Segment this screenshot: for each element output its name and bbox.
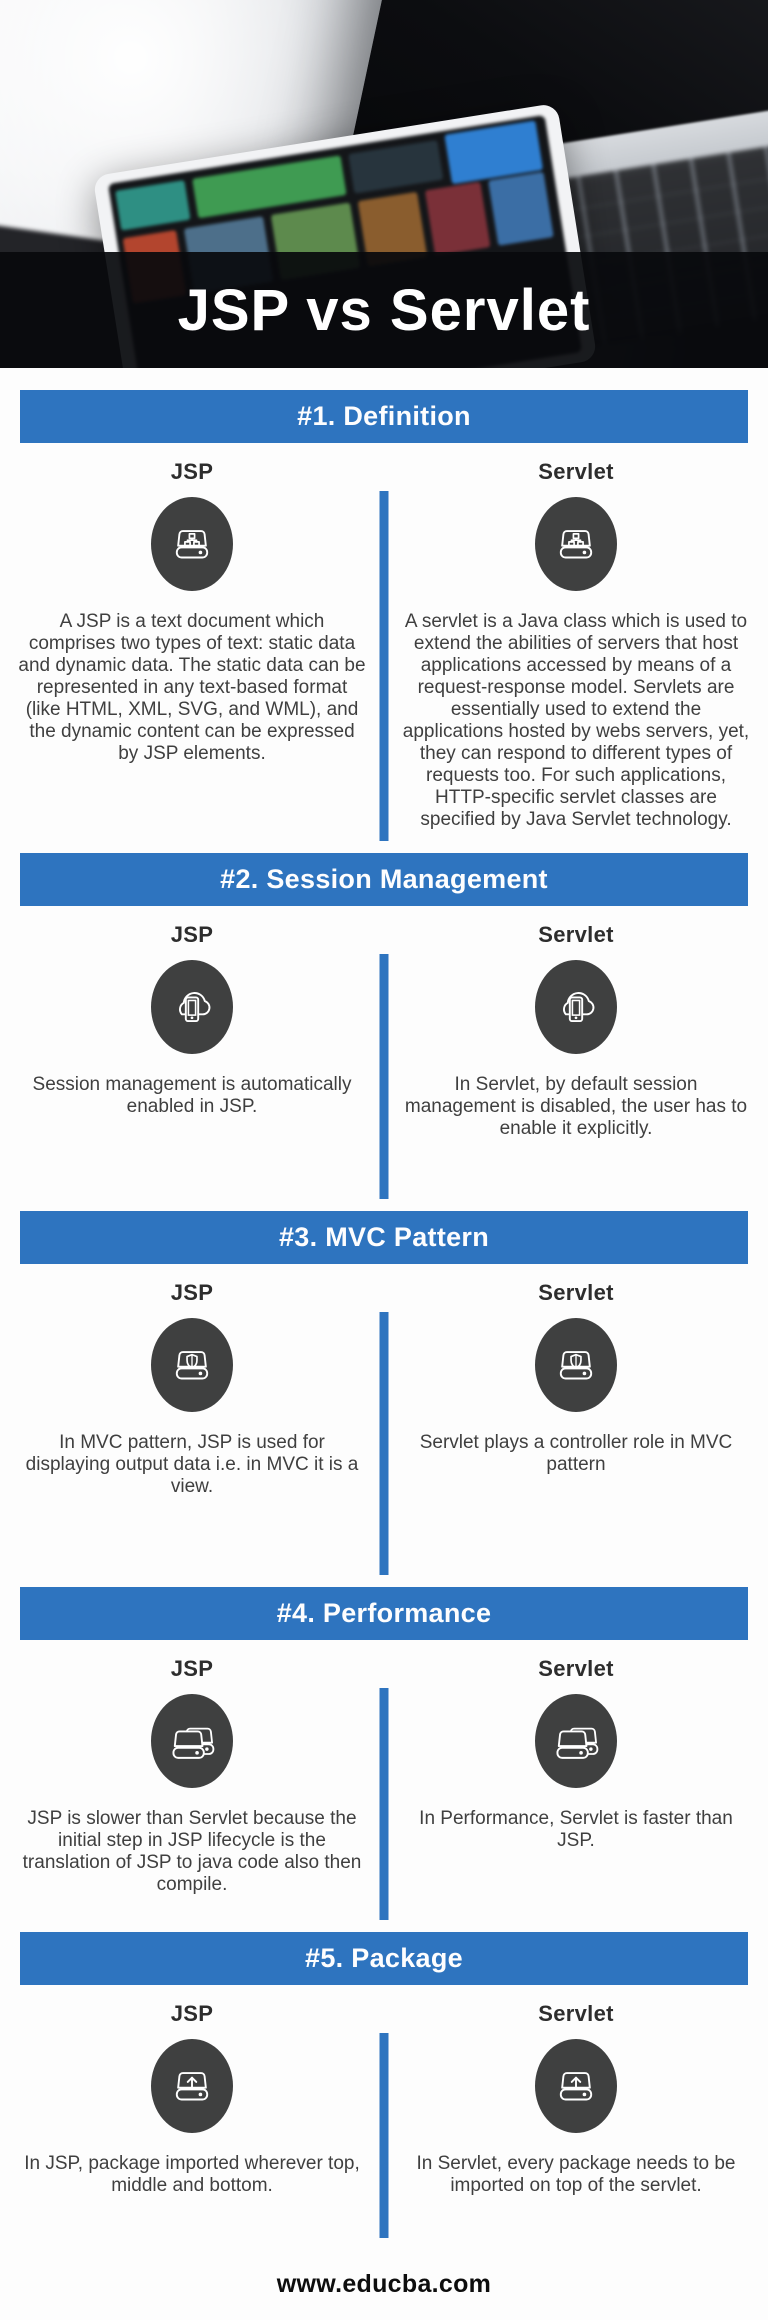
dual-drive-icon [151, 1694, 233, 1788]
servlet-column: Servlet A servlet is a Java class which … [384, 443, 768, 853]
servlet-column-heading: Servlet [538, 1656, 614, 1681]
page-title: JSP vs Servlet [177, 277, 591, 343]
section-mvc-pattern: #3. MVC Pattern JSP In MVC pattern, JSP … [0, 1211, 768, 1587]
section-performance: #4. Performance JSP JSP is slower than S… [0, 1587, 768, 1932]
jsp-column: JSP In JSP, package imported wherever to… [0, 1985, 384, 2250]
section-package: #5. Package JSP In JSP, package imported… [0, 1932, 768, 2250]
servlet-column: Servlet In Servlet, by default session m… [384, 906, 768, 1211]
servlet-column: Servlet In Servlet, every package needs … [384, 1985, 768, 2250]
app-tile [115, 180, 191, 231]
section-content: JSP JSP is slower than Servlet because t… [0, 1640, 768, 1932]
jsp-column: JSP In MVC pattern, JSP is used for disp… [0, 1264, 384, 1587]
cloud-mobile-icon [151, 960, 233, 1054]
servlet-column: Servlet Servlet plays a controller role … [384, 1264, 768, 1587]
upload-drive-icon [535, 2039, 617, 2133]
section-title: #5. Package [305, 1943, 463, 1973]
jsp-description: In JSP, package imported wherever top, m… [24, 2153, 360, 2196]
shield-drive-icon [151, 1318, 233, 1412]
shield-drive-icon [535, 1318, 617, 1412]
section-content: JSP In JSP, package imported wherever to… [0, 1985, 768, 2250]
section-header-bar: #5. Package [20, 1932, 748, 1985]
jsp-column: JSP Session management is automatically … [0, 906, 384, 1211]
servlet-column-heading: Servlet [538, 459, 614, 484]
section-content: JSP Session management is automatically … [0, 906, 768, 1211]
section-content: JSP A JSP is a text document which compr… [0, 443, 768, 853]
servlet-description: Servlet plays a controller role in MVC p… [419, 1432, 733, 1475]
section-header-bar: #3. MVC Pattern [20, 1211, 748, 1264]
upload-drive-icon [151, 2039, 233, 2133]
section-header-bar: #4. Performance [20, 1587, 748, 1640]
servlet-column: Servlet In Performance, Servlet is faste… [384, 1640, 768, 1932]
app-tile [348, 140, 444, 194]
jsp-column-heading: JSP [170, 922, 214, 947]
jsp-description: Session management is automatically enab… [32, 1074, 352, 1117]
jsp-column-heading: JSP [170, 1280, 214, 1305]
jsp-column-heading: JSP [170, 1656, 214, 1681]
servlet-description: In Performance, Servlet is faster than J… [419, 1808, 733, 1851]
servlet-column-heading: Servlet [538, 2001, 614, 2026]
jsp-description: JSP is slower than Servlet because the i… [22, 1808, 362, 1895]
section-title: #3. MVC Pattern [278, 1222, 490, 1252]
servlet-description: In Servlet, every package needs to be im… [416, 2153, 736, 2196]
column-divider [379, 954, 389, 1199]
section-header-bar: #1. Definition [20, 390, 748, 443]
section-title: #4. Performance [276, 1598, 492, 1628]
section-session-management: #2. Session Management JSP Session manag… [0, 853, 768, 1211]
site-url: www.educba.com [276, 2269, 492, 2298]
jsp-column: JSP JSP is slower than Servlet because t… [0, 1640, 384, 1932]
jsp-column-heading: JSP [170, 2001, 214, 2026]
hero-image: JSP vs Servlet [0, 0, 768, 368]
app-tile [488, 171, 554, 246]
servlet-column-heading: Servlet [538, 1280, 614, 1305]
jsp-description: A JSP is a text document which comprises… [18, 611, 366, 764]
comparison-sections: #1. Definition JSP A JSP is a text docum… [0, 368, 768, 2250]
section-title: #2. Session Management [220, 864, 548, 894]
hero-title-banner: JSP vs Servlet [0, 252, 768, 368]
network-drive-icon [535, 497, 617, 591]
column-divider [379, 1688, 389, 1920]
jsp-column-heading: JSP [170, 459, 214, 484]
app-tile [424, 181, 491, 256]
column-divider [379, 491, 389, 841]
cloud-mobile-icon [535, 960, 617, 1054]
section-header-bar: #2. Session Management [20, 853, 748, 906]
jsp-description: In MVC pattern, JSP is used for displayi… [25, 1432, 359, 1497]
servlet-description: A servlet is a Java class which is used … [402, 611, 750, 830]
network-drive-icon [151, 497, 233, 591]
section-title: #1. Definition [297, 401, 471, 431]
servlet-description: In Servlet, by default session managemen… [404, 1074, 748, 1139]
section-definition: #1. Definition JSP A JSP is a text docum… [0, 390, 768, 853]
footer: www.educba.com [0, 2250, 768, 2318]
jsp-column: JSP A JSP is a text document which compr… [0, 443, 384, 853]
section-content: JSP In MVC pattern, JSP is used for disp… [0, 1264, 768, 1587]
column-divider [379, 2033, 389, 2238]
dual-drive-icon [535, 1694, 617, 1788]
servlet-column-heading: Servlet [538, 922, 614, 947]
column-divider [379, 1312, 389, 1575]
